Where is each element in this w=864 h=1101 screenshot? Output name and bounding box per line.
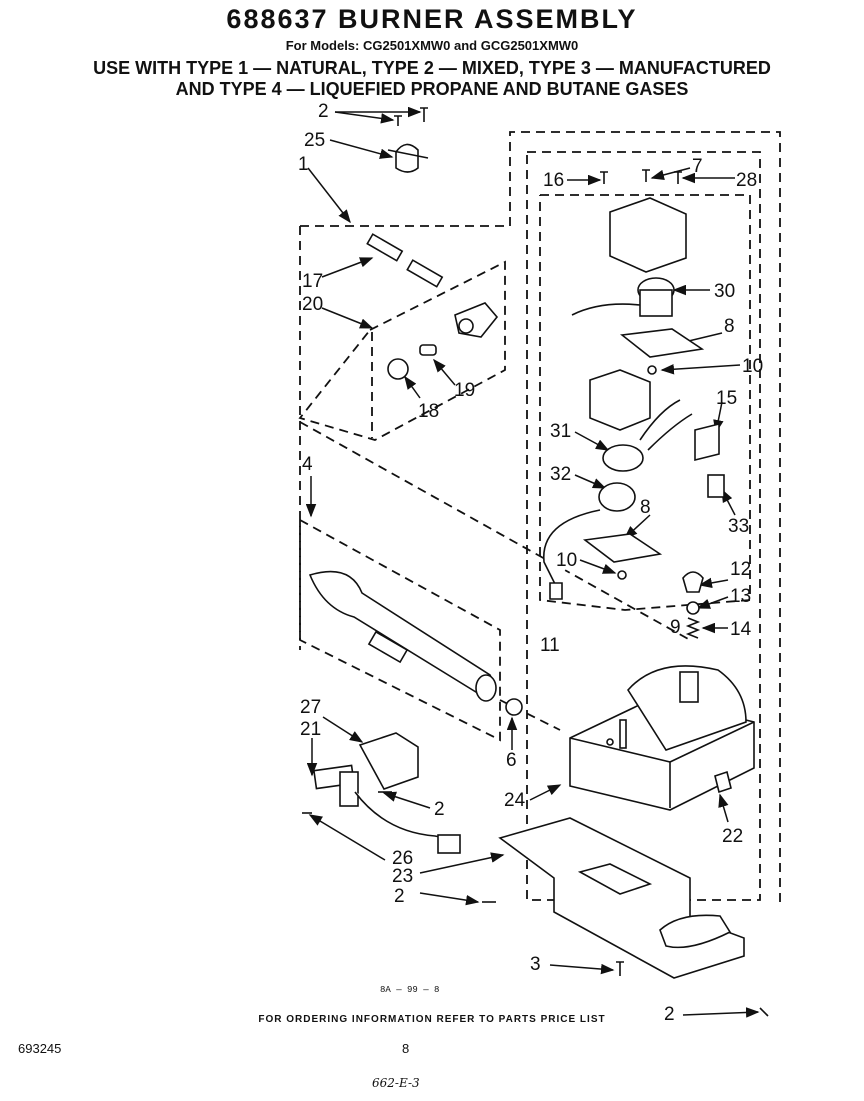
outline-orifice-group bbox=[298, 260, 506, 441]
callout-27: 27 bbox=[300, 697, 321, 718]
callout-13: 13 bbox=[730, 586, 751, 607]
callout-18: 18 bbox=[418, 401, 439, 422]
callout-21: 21 bbox=[300, 719, 321, 740]
valve-cap-icon bbox=[682, 571, 704, 593]
document-number: 693245 bbox=[18, 1041, 62, 1056]
callout-17: 17 bbox=[302, 271, 323, 292]
models-line: For Models: CG2501XMW0 and GCG2501XMW0 bbox=[285, 38, 579, 53]
callout-32: 32 bbox=[550, 464, 571, 485]
diagram-reference: 8A — 99 — 8 bbox=[380, 985, 439, 995]
orifice-tube-icon bbox=[406, 259, 444, 288]
callout-3: 3 bbox=[530, 954, 541, 975]
outline-main-burner bbox=[300, 131, 781, 904]
callout-7: 7 bbox=[692, 156, 703, 177]
callout-20: 20 bbox=[302, 294, 323, 315]
callout-8: 8 bbox=[640, 497, 651, 518]
screw-icon bbox=[600, 171, 608, 184]
connector-icon bbox=[437, 834, 461, 854]
handwritten-code: 662-E-3 bbox=[372, 1076, 420, 1090]
leader-lines bbox=[305, 106, 760, 1018]
plate-icon bbox=[619, 328, 705, 358]
ignitor-wire-icon bbox=[354, 791, 456, 841]
callout-31: 31 bbox=[550, 421, 571, 442]
orifice-spud-icon bbox=[419, 344, 437, 356]
gas-types-line-1: USE WITH TYPE 1 — NATURAL, TYPE 2 — MIXE… bbox=[93, 58, 771, 78]
ordering-note: FOR ORDERING INFORMATION REFER TO PARTS … bbox=[258, 1014, 606, 1025]
fitting-icon bbox=[505, 698, 523, 716]
burner-tube-icon bbox=[308, 570, 494, 698]
callout-labels: 2 25 1 17 20 19 18 4 16 7 28 30 8 10 15 … bbox=[298, 101, 763, 1025]
bracket-clamp-icon bbox=[387, 143, 429, 173]
callout-6: 6 bbox=[506, 750, 517, 771]
part-sketches bbox=[302, 107, 769, 1017]
screw-icon bbox=[394, 115, 402, 126]
callout-14: 14 bbox=[730, 619, 752, 640]
callout-19: 19 bbox=[454, 380, 475, 401]
o-ring-icon bbox=[686, 601, 700, 615]
callout-16: 16 bbox=[543, 170, 564, 191]
callout-23: 23 bbox=[392, 866, 413, 887]
screw-icon bbox=[674, 171, 682, 184]
orifice-tube-icon bbox=[366, 233, 404, 262]
callout-26: 26 bbox=[392, 848, 413, 869]
outline-valve-housing bbox=[526, 151, 761, 901]
terminal-block-icon bbox=[707, 474, 725, 498]
screw-icon bbox=[642, 169, 650, 182]
screw-icon bbox=[616, 961, 624, 976]
coil-wire-icon bbox=[543, 509, 601, 587]
coil-bracket-icon bbox=[589, 369, 651, 431]
page-title: 688637 BURNER ASSEMBLY bbox=[226, 4, 638, 34]
callout-22: 22 bbox=[722, 826, 743, 847]
callout-12: 12 bbox=[730, 559, 751, 580]
outline-burner-tube bbox=[299, 519, 501, 742]
callout-28: 28 bbox=[736, 170, 757, 191]
fitting-icon bbox=[714, 770, 732, 794]
group-outlines bbox=[298, 131, 781, 904]
coil-icon bbox=[598, 482, 636, 512]
screw-icon bbox=[759, 1007, 769, 1017]
page-number: 8 bbox=[402, 1041, 410, 1056]
callout-10: 10 bbox=[556, 550, 577, 571]
nut-icon bbox=[387, 358, 409, 380]
callout-15: 15 bbox=[716, 388, 737, 409]
callout-2: 2 bbox=[664, 1004, 675, 1025]
callout-10: 10 bbox=[742, 356, 763, 377]
callout-30: 30 bbox=[714, 281, 735, 302]
coil-wire-icon bbox=[571, 303, 641, 316]
callout-2: 2 bbox=[318, 101, 329, 122]
callout-9: 9 bbox=[670, 617, 681, 638]
callout-8: 8 bbox=[724, 316, 735, 337]
callout-4: 4 bbox=[302, 454, 313, 475]
callout-24: 24 bbox=[504, 790, 526, 811]
screw-icon bbox=[420, 107, 428, 122]
coil-bracket-icon bbox=[609, 197, 687, 273]
gas-types-line-2: AND TYPE 4 — LIQUEFIED PROPANE AND BUTAN… bbox=[175, 79, 689, 99]
callout-2: 2 bbox=[434, 799, 445, 820]
callout-1: 1 bbox=[298, 154, 309, 175]
spring-icon bbox=[685, 617, 701, 639]
coil-icon bbox=[602, 444, 644, 472]
terminal-block-icon bbox=[694, 422, 720, 462]
callout-33: 33 bbox=[728, 516, 749, 537]
callout-25: 25 bbox=[304, 130, 325, 151]
terminal-icon bbox=[549, 582, 563, 600]
ignitor-bracket-icon bbox=[358, 732, 419, 790]
callout-2: 2 bbox=[394, 886, 405, 907]
callout-11: 11 bbox=[540, 635, 560, 656]
plate-icon bbox=[582, 533, 663, 563]
